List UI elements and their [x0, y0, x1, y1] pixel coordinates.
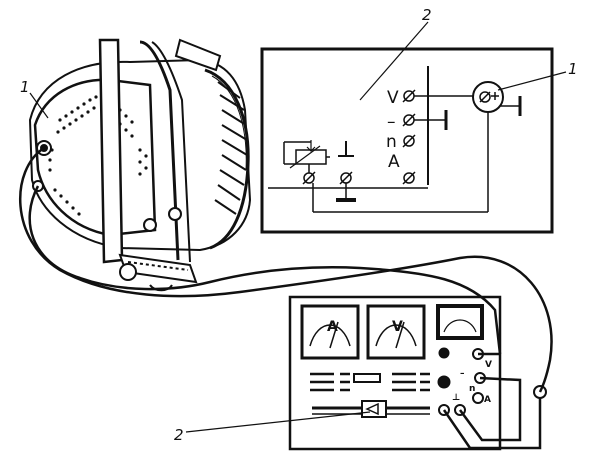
schematic-terminal-n: n [386, 132, 397, 152]
voltmeter [366, 304, 426, 360]
callout-alternator: 1 [20, 78, 30, 96]
callout-schematic: 2 [422, 6, 432, 24]
test-bench [288, 295, 547, 451]
ammeter-label: A [327, 319, 338, 335]
ammeter [300, 304, 360, 360]
schematic-terminal-v: V [387, 88, 399, 108]
callout-leader-alternator [29, 92, 49, 119]
jack-minus-label: – [460, 369, 465, 379]
jack-v-label: V [485, 360, 492, 370]
callout-leader-schematic-alternator [497, 71, 567, 91]
test-leads [442, 352, 542, 450]
alternator-icon [28, 38, 252, 292]
tachometer-icon [436, 304, 484, 340]
jack-a-label: A [484, 395, 491, 405]
schematic-terminal-a: A [388, 152, 400, 172]
callout-leader-schematic [359, 21, 429, 101]
callout-schematic-alternator: 1 [568, 60, 578, 78]
voltmeter-label: V [392, 319, 403, 335]
connecting-wires [18, 146, 553, 393]
callout-test-bench: 2 [174, 426, 184, 444]
ground-icon [338, 141, 354, 157]
schematic-panel [260, 47, 554, 234]
jack-n-label: n [469, 384, 475, 394]
schematic-terminal-minus: – [387, 112, 396, 132]
terminal-screw-icon [302, 89, 416, 185]
callout-leader-bench [185, 411, 371, 433]
jack-ground-label: ⊥ [452, 393, 460, 403]
slider-rheostat-icon[interactable] [312, 400, 430, 418]
